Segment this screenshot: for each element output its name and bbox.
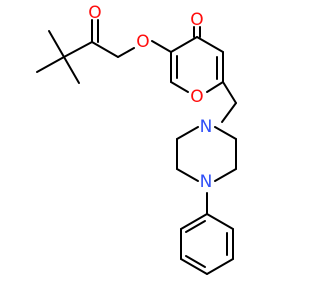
bond — [151, 40, 172, 53]
bond — [180, 258, 208, 275]
bond — [185, 220, 206, 233]
bond — [48, 30, 65, 58]
ketone-oxygen-label: O — [88, 3, 101, 23]
bond — [117, 47, 135, 58]
molecule-structure: O O O O N N — [36, 3, 237, 275]
bonds — [36, 19, 237, 275]
piperazine-nitrogen-upper-label: N — [200, 117, 213, 137]
bond — [196, 36, 224, 53]
bond — [63, 56, 80, 84]
bond — [206, 213, 234, 230]
atom-labels: O O O O N N — [88, 3, 212, 192]
bond — [180, 213, 208, 230]
bond — [170, 81, 189, 93]
pyran-ring-oxygen-label: O — [190, 87, 203, 107]
ether-oxygen-label: O — [136, 32, 149, 52]
bond — [36, 56, 65, 73]
bond — [91, 41, 119, 58]
bond — [206, 258, 234, 275]
bond — [222, 81, 237, 104]
pyranone-carbonyl-oxygen-label: O — [190, 10, 203, 30]
bond — [185, 255, 206, 268]
bond — [206, 81, 224, 93]
bond — [221, 102, 237, 123]
bond — [170, 36, 198, 53]
bond — [63, 41, 93, 58]
bond — [176, 168, 199, 182]
bond — [214, 168, 237, 182]
bond — [176, 126, 199, 140]
piperazine-nitrogen-lower-label: N — [200, 172, 213, 192]
bond — [214, 126, 237, 140]
